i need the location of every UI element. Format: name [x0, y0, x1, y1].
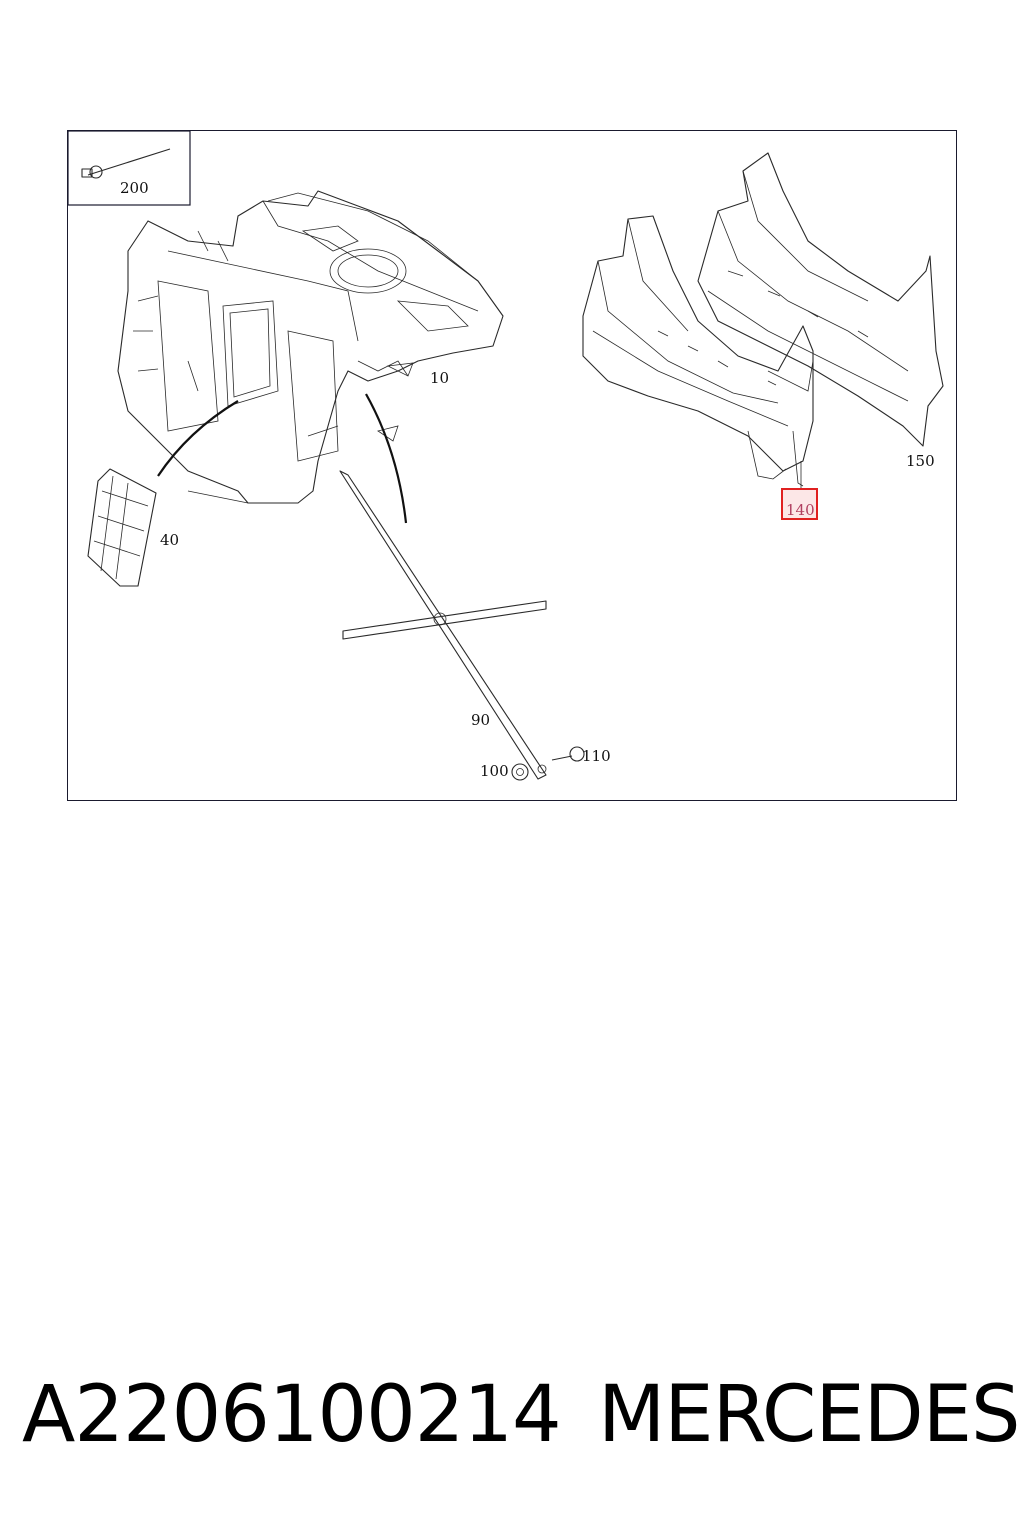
- callout-10[interactable]: 10: [430, 369, 449, 387]
- callout-90[interactable]: 90: [471, 711, 490, 729]
- part-10-rear-panel: 10: [117, 190, 504, 504]
- part-90-cross-brace: 90: [339, 470, 547, 780]
- callout-40[interactable]: 40: [160, 531, 179, 549]
- part-140-side-member: [582, 215, 814, 487]
- callout-150[interactable]: 150: [906, 452, 935, 470]
- brand-label: MERCEDES: [598, 1370, 1020, 1460]
- callout-100[interactable]: 100: [480, 762, 509, 780]
- part-110-bolt: 110: [551, 746, 611, 765]
- callout-140-highlight[interactable]: 140: [781, 461, 818, 520]
- part-100-nut: 100: [480, 762, 529, 781]
- part-40-grille: 40: [87, 468, 179, 587]
- parts-diagram: 200 10 40: [68, 131, 944, 781]
- arrow-40-to-10: [157, 400, 239, 477]
- parts-diagram-frame: 200 10 40: [67, 130, 957, 801]
- inset-box-200: 200: [68, 131, 191, 206]
- callout-140[interactable]: 140: [786, 501, 815, 519]
- callout-200[interactable]: 200: [120, 179, 149, 197]
- part-150-side-member: 150: [697, 152, 944, 470]
- callout-110[interactable]: 110: [582, 747, 611, 765]
- arrow-10-to-90: [365, 393, 408, 524]
- part-number-label: A2206100214: [22, 1370, 562, 1460]
